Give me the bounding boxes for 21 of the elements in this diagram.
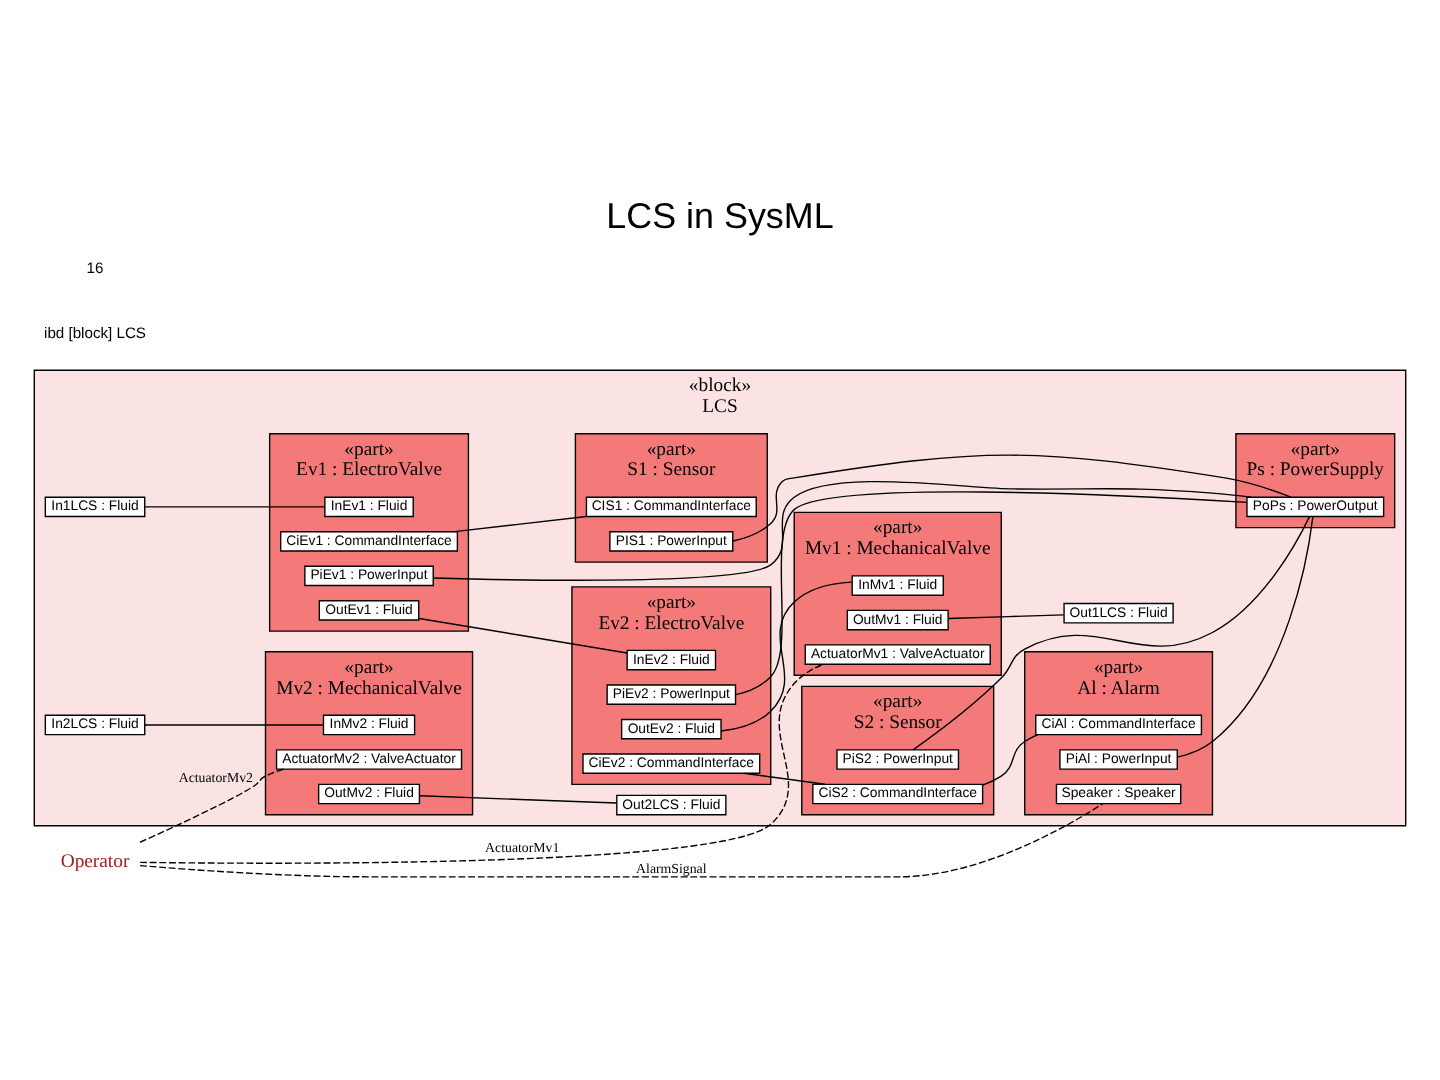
connector	[735, 491, 1248, 696]
node-text: Operator	[60, 850, 130, 873]
connector	[144, 506, 326, 508]
connector	[1176, 516, 1314, 758]
connector	[947, 614, 1065, 620]
connector	[139, 803, 1104, 878]
connector	[144, 724, 324, 726]
connector	[139, 768, 285, 843]
connector	[139, 663, 824, 864]
connector	[912, 515, 1311, 751]
label: 16	[86, 259, 104, 278]
connector	[981, 734, 1039, 786]
label: ibd [block] LCS	[44, 324, 146, 343]
connector	[453, 515, 588, 533]
connector	[732, 454, 1292, 542]
connector	[432, 480, 1252, 581]
connector	[418, 617, 628, 654]
diagram-title: LCS in SysML	[606, 195, 834, 236]
connector	[419, 795, 618, 804]
connector	[743, 772, 826, 785]
connector	[720, 581, 853, 732]
